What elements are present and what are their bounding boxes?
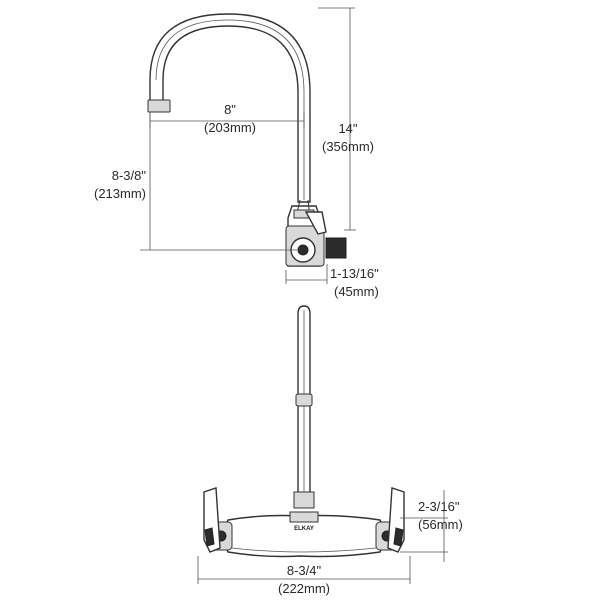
side-view: 8" (203mm) 14" (356mm) 8-3/8" (213mm) 1-… <box>94 7 379 299</box>
brand-logo: ELKAY <box>294 526 314 532</box>
front-view: ELKAY 2-3/16" (56mm) <box>197 305 463 596</box>
centers-imperial-label: 8-3/4" <box>287 563 322 578</box>
centers-metric-label: (222mm) <box>278 581 330 596</box>
reach-metric-label: (203mm) <box>204 120 256 135</box>
faucet-body-front: ELKAY <box>223 511 385 558</box>
height-metric-label: (356mm) <box>322 139 374 154</box>
gooseneck-spout <box>149 13 311 203</box>
lever-handle-side <box>304 211 327 235</box>
wall-inlet-nut <box>325 237 347 259</box>
vertical-spout <box>293 305 315 509</box>
right-lever-handle <box>375 487 405 553</box>
body-height-metric-label: (56mm) <box>418 517 463 532</box>
left-lever-handle <box>203 487 233 553</box>
body-height-imperial-label: 2-3/16" <box>418 499 460 514</box>
reach-imperial-label: 8" <box>224 102 236 117</box>
height-imperial-label: 14" <box>338 121 357 136</box>
dimension-lines-side <box>140 7 356 284</box>
aerator-tip <box>147 99 171 113</box>
outlet-height-imperial-label: 8-3/8" <box>112 168 147 183</box>
dimension-lines-front <box>197 490 448 584</box>
outlet-height-metric-label: (213mm) <box>94 186 146 201</box>
body-depth-metric-label: (45mm) <box>334 284 379 299</box>
body-depth-imperial-label: 1-13/16" <box>330 266 379 281</box>
